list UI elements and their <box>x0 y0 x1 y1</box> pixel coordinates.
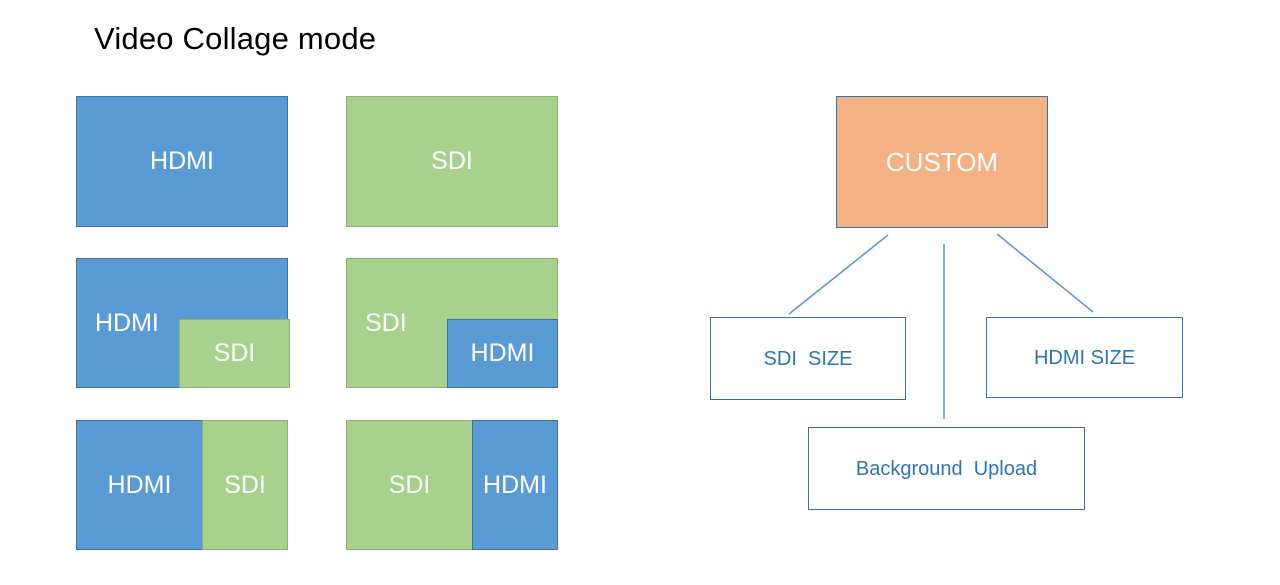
collage-preview-full-hdmi[interactable]: HDMI <box>76 96 288 227</box>
pane-sdi-right: SDI <box>202 420 288 550</box>
pane-label: HDMI <box>107 470 172 499</box>
connector-custom-to-hdmi-size <box>996 233 1094 313</box>
custom-mode-box[interactable]: CUSTOM <box>836 96 1048 228</box>
sdi-size-box[interactable]: SDI SIZE <box>710 317 906 400</box>
page-title: Video Collage mode <box>94 21 377 56</box>
pip-sdi-inset: SDI <box>179 319 290 388</box>
background-upload-box[interactable]: Background Upload <box>808 427 1085 510</box>
pane-label: SDI <box>388 470 431 499</box>
pip-label: SDI <box>213 339 256 367</box>
pip-hdmi-inset: HDMI <box>447 319 558 388</box>
custom-mode-label: CUSTOM <box>885 146 999 177</box>
pane-label: HDMI <box>483 470 547 499</box>
collage-preview-full-sdi[interactable]: SDI <box>346 96 558 227</box>
pane-label: HDMI <box>95 308 159 337</box>
collage-preview-split-hdmi-sdi[interactable]: HDMI SDI <box>76 420 288 550</box>
pane-label: HDMI <box>150 147 214 175</box>
pane-hdmi: HDMI <box>76 96 288 227</box>
pip-label: HDMI <box>470 339 535 367</box>
background-upload-label: Background Upload <box>855 457 1038 480</box>
pane-label: SDI <box>365 308 407 337</box>
pane-sdi-left: SDI <box>346 420 473 550</box>
pane-hdmi-right: HDMI <box>472 420 558 550</box>
collage-preview-sdi-base-hdmi-pip[interactable]: SDI HDMI <box>346 258 558 388</box>
connector-custom-to-sdi-size <box>788 234 889 315</box>
pane-hdmi-left: HDMI <box>76 420 203 550</box>
pane-label: SDI <box>431 147 473 175</box>
pane-sdi: SDI <box>346 96 558 227</box>
pane-label: SDI <box>224 470 266 499</box>
collage-preview-split-sdi-hdmi[interactable]: SDI HDMI <box>346 420 558 550</box>
sdi-size-label: SDI SIZE <box>763 347 853 370</box>
hdmi-size-label: HDMI SIZE <box>1033 346 1136 369</box>
hdmi-size-box[interactable]: HDMI SIZE <box>986 317 1183 398</box>
collage-preview-hdmi-base-sdi-pip[interactable]: HDMI SDI <box>76 258 290 388</box>
